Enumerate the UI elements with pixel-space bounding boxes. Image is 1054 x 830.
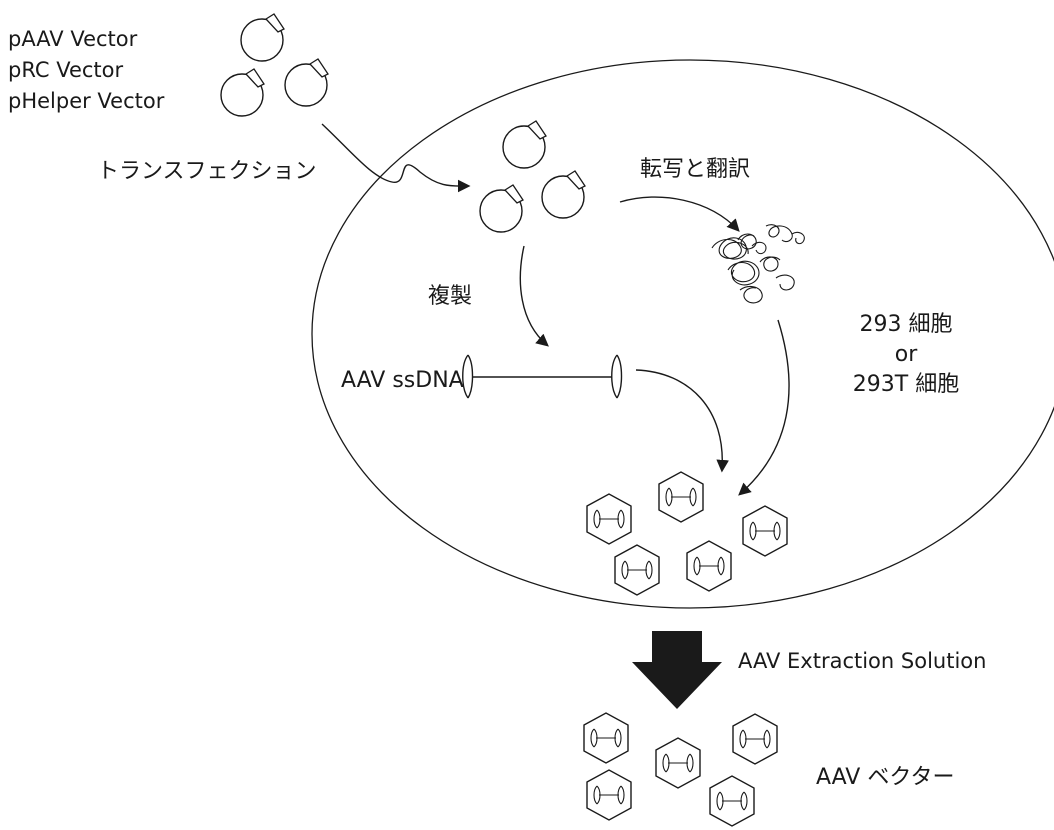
extraction-label: AAV Extraction Solution — [738, 649, 986, 673]
vector-label-paav: pAAV Vector — [8, 27, 138, 51]
replication-arrow — [519, 245, 549, 347]
capsid-output-4 — [586, 769, 632, 821]
protein-tangle — [711, 224, 805, 304]
vector-label-phelper: pHelper Vector — [8, 89, 165, 113]
transfection-arrow — [321, 123, 471, 193]
capsid-inside-3 — [742, 505, 788, 557]
plasmid-outside-1 — [240, 13, 285, 62]
ssdna-to-capsid-arrow — [635, 369, 729, 473]
capsid-inside-5 — [686, 540, 732, 592]
plasmid-outside-2 — [220, 68, 265, 117]
capsid-output-3 — [732, 713, 778, 765]
plasmid-inside-3 — [541, 170, 586, 219]
capsid-output-1 — [583, 712, 629, 764]
ssdna-label: AAV ssDNA — [341, 368, 464, 393]
cell-line-293: 293 細胞 — [860, 312, 953, 337]
product-label: AAV ベクター — [816, 765, 954, 790]
ssdna-molecule — [462, 354, 623, 399]
extraction-arrow — [632, 631, 722, 709]
capsid-inside-2 — [658, 471, 704, 523]
capsid-inside-4 — [614, 544, 660, 596]
protein-to-capsid-arrow — [738, 319, 790, 496]
capsid-inside-1 — [586, 493, 632, 545]
vector-label-prc: pRC Vector — [8, 58, 123, 82]
replication-label: 複製 — [428, 284, 472, 309]
capsid-output-5 — [709, 775, 755, 827]
cell-line-or: or — [895, 342, 918, 367]
transcription-arrow — [619, 196, 740, 232]
transcription-translation-label: 転写と翻訳 — [640, 157, 750, 182]
plasmid-outside-3 — [284, 58, 329, 107]
plasmid-inside-1 — [502, 120, 547, 169]
plasmid-inside-2 — [479, 184, 524, 233]
capsid-output-2 — [655, 737, 701, 789]
transfection-label: トランスフェクション — [97, 159, 317, 184]
cell-line-293t: 293T 細胞 — [853, 372, 959, 397]
host-cell — [311, 59, 1054, 609]
